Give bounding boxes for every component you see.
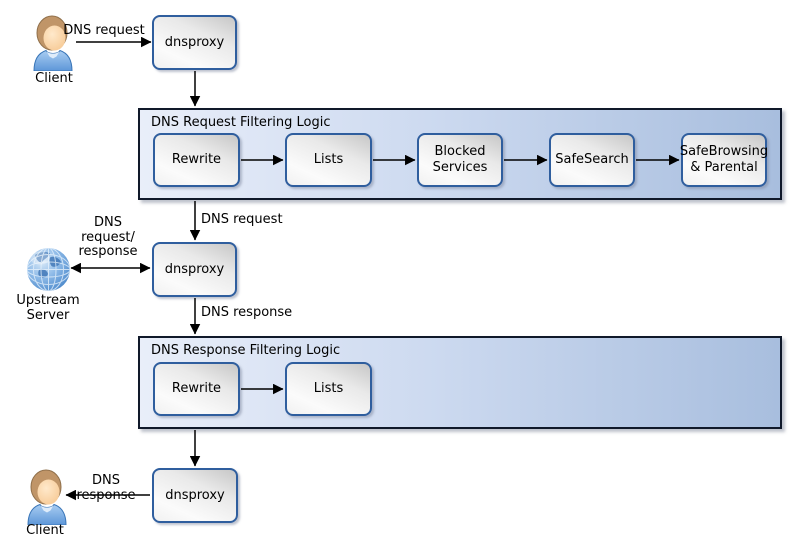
edge-label-dns-response-mid: DNS response [201, 305, 293, 320]
person-icon [27, 469, 67, 525]
node-label: dnsproxy [164, 261, 225, 277]
node-label: Blocked Services [432, 144, 488, 175]
request-filtering-title: DNS Request Filtering Logic [151, 115, 331, 130]
dnsproxy1-node: dnsproxy [152, 15, 237, 70]
response-filtering-container: DNS Response Filtering Logic [138, 336, 782, 429]
safebrowsing-parental-node: SafeBrowsing & Parental [679, 133, 769, 187]
dnsproxy2-node: dnsproxy [152, 242, 237, 297]
node-label: dnsproxy [165, 487, 225, 503]
node-label: Rewrite [171, 381, 222, 397]
node-label: Lists [313, 152, 344, 168]
person-icon [33, 15, 73, 71]
safesearch-node: SafeSearch [549, 133, 635, 187]
globe-icon [27, 248, 70, 291]
rewrite-request-node: Rewrite [153, 133, 240, 187]
node-label: Rewrite [171, 152, 222, 168]
edge-label-dns-response-bottom: DNS response [76, 473, 136, 503]
lists-request-node: Lists [285, 133, 372, 187]
edge-label-dns-request-top: DNS request [63, 23, 145, 38]
lists-response-node: Lists [285, 362, 372, 416]
dnsproxy3-node: dnsproxy [152, 468, 238, 523]
blocked-services-node: Blocked Services [417, 133, 503, 187]
node-label: SafeSearch [555, 152, 629, 168]
edge-label-dns-request-response: DNS request/ response [78, 215, 138, 260]
upstream-server-label: Upstream Server [16, 293, 80, 323]
response-filtering-title: DNS Response Filtering Logic [151, 343, 341, 358]
client-bottom-label: Client [26, 523, 64, 538]
edge-label-dns-request-mid: DNS request [201, 212, 283, 227]
node-label: dnsproxy [164, 34, 225, 50]
node-label: SafeBrowsing & Parental [679, 144, 769, 175]
client-top-label: Client [35, 71, 73, 86]
node-label: Lists [313, 381, 344, 397]
rewrite-response-node: Rewrite [153, 362, 240, 416]
